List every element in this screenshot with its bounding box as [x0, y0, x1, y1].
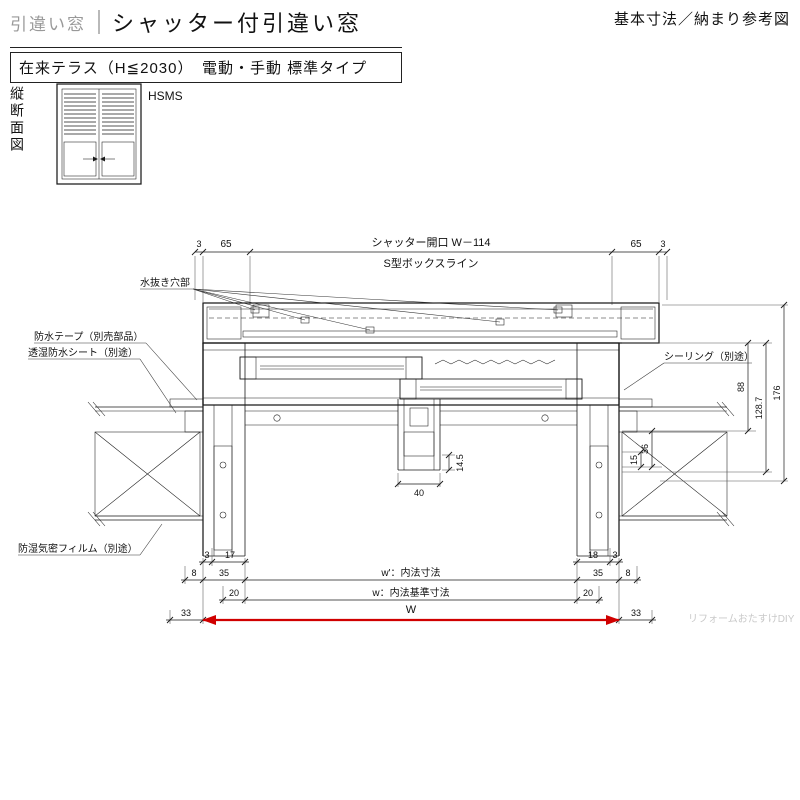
- dim-top-left-3: 3: [196, 239, 201, 249]
- waterproof-tape-strip: [169, 398, 204, 408]
- dim-top-left-65: 65: [220, 239, 232, 250]
- center-interlock: 40 14.5: [394, 399, 465, 498]
- window-frame-section: [202, 342, 620, 426]
- drain-hole-label: 水抜き穴部: [140, 276, 190, 289]
- screen-zigzag: [434, 359, 556, 365]
- exterior-sash: [239, 356, 423, 380]
- jamb-wood-block: [589, 445, 609, 551]
- dim-row2-right-8: 8: [625, 568, 630, 578]
- dim-row2-right-35: 35: [593, 568, 603, 578]
- model-code: HSMS: [148, 89, 183, 103]
- screw-symbol: [273, 414, 281, 422]
- drain-holes: [250, 306, 563, 334]
- w-total-label: W: [406, 604, 417, 616]
- watermark: リフォームおたすけDIY: [688, 613, 795, 625]
- right-dimension-chain: 88 128.7 176 36 15: [622, 301, 788, 485]
- window-thumbnail-icon: HSMS: [56, 83, 183, 185]
- overall-width-dimension: 33 33 W: [166, 604, 656, 625]
- shutter-slats: [64, 93, 134, 135]
- box-end-left: [206, 306, 242, 340]
- header: 引違い窓 シャッター付引違い窓: [10, 6, 402, 48]
- section-view-label: 縦断面図: [9, 86, 25, 154]
- screw-symbol: [541, 414, 549, 422]
- dim-row3-left-20: 20: [229, 588, 239, 598]
- dim-top-right-65: 65: [630, 239, 642, 250]
- dim-row1-left-17: 17: [225, 550, 235, 560]
- breathable-sheet-label: 透湿防水シート（別途）: [28, 346, 138, 359]
- left-wall: [87, 398, 204, 527]
- dim-row1-right-3: 3: [612, 550, 617, 560]
- sealing-strip: [618, 398, 653, 408]
- dim-row3-right-20: 20: [583, 588, 593, 598]
- interior-sash: [399, 378, 583, 400]
- dim-14-5: 14.5: [455, 454, 465, 472]
- subtitle-box: 在来テラス（H≦2030） 電動・手動 標準タイプ: [10, 52, 402, 83]
- jamb-wood-block: [213, 445, 233, 551]
- dim-176: 176: [772, 385, 782, 400]
- dampproof-film-label: 防湿気密フィルム（別途）: [18, 542, 138, 555]
- top-dimension-chain: 3 65 シャッター開口 W－114 65 3 S型ボックスライン: [191, 236, 671, 305]
- right-jamb: [576, 343, 620, 557]
- window-category-label: 引違い窓: [10, 14, 86, 34]
- dim-row2-left-35: 35: [219, 568, 229, 578]
- w-base-label: w：内法基準寸法: [371, 586, 449, 599]
- dim-row1-right-18: 18: [588, 550, 598, 560]
- dim-row1-left-3: 3: [204, 550, 209, 560]
- left-jamb: [202, 343, 246, 557]
- dim-top-right-3: 3: [660, 239, 665, 249]
- shutter-opening-label: シャッター開口 W－114: [372, 236, 491, 249]
- subtitle-text: 在来テラス（H≦2030） 電動・手動 標準タイプ: [19, 60, 368, 77]
- shutter-box-section: [202, 302, 660, 344]
- waterproof-tape-label: 防水テープ（別売部品）: [34, 330, 143, 343]
- title-divider: [98, 10, 100, 34]
- box-line-label: S型ボックスライン: [383, 256, 478, 270]
- annotation-labels: 水抜き穴部 防水テープ（別売部品） 透湿防水シート（別途） シーリング（別途） …: [18, 276, 754, 556]
- sealing-label: シーリング（別途）: [664, 350, 754, 363]
- corner-note: 基本寸法／納まり参考図: [613, 11, 790, 28]
- dim-row2-left-8: 8: [191, 568, 196, 578]
- dim-36: 36: [640, 444, 650, 454]
- slide-direction-arrows: [83, 156, 115, 162]
- bottom-dimension-chains: 3 17 18 3 8 35 w'：内法寸法 35 8 20 w：内法基準寸法 …: [169, 548, 653, 624]
- dim-row4-right-33: 33: [631, 608, 641, 618]
- page-title: シャッター付引違い窓: [112, 11, 363, 36]
- shutter-curtain: [242, 330, 618, 338]
- dim-row4-left-33: 33: [181, 608, 191, 618]
- dim-15: 15: [629, 455, 639, 465]
- box-end-right: [620, 306, 656, 340]
- box-bracket-right: [555, 304, 573, 318]
- dim-88: 88: [736, 382, 746, 392]
- right-wall: [618, 398, 735, 527]
- w-prime-label: w'：内法寸法: [380, 566, 440, 579]
- dim-128-7: 128.7: [754, 397, 764, 420]
- dim-40: 40: [414, 488, 424, 498]
